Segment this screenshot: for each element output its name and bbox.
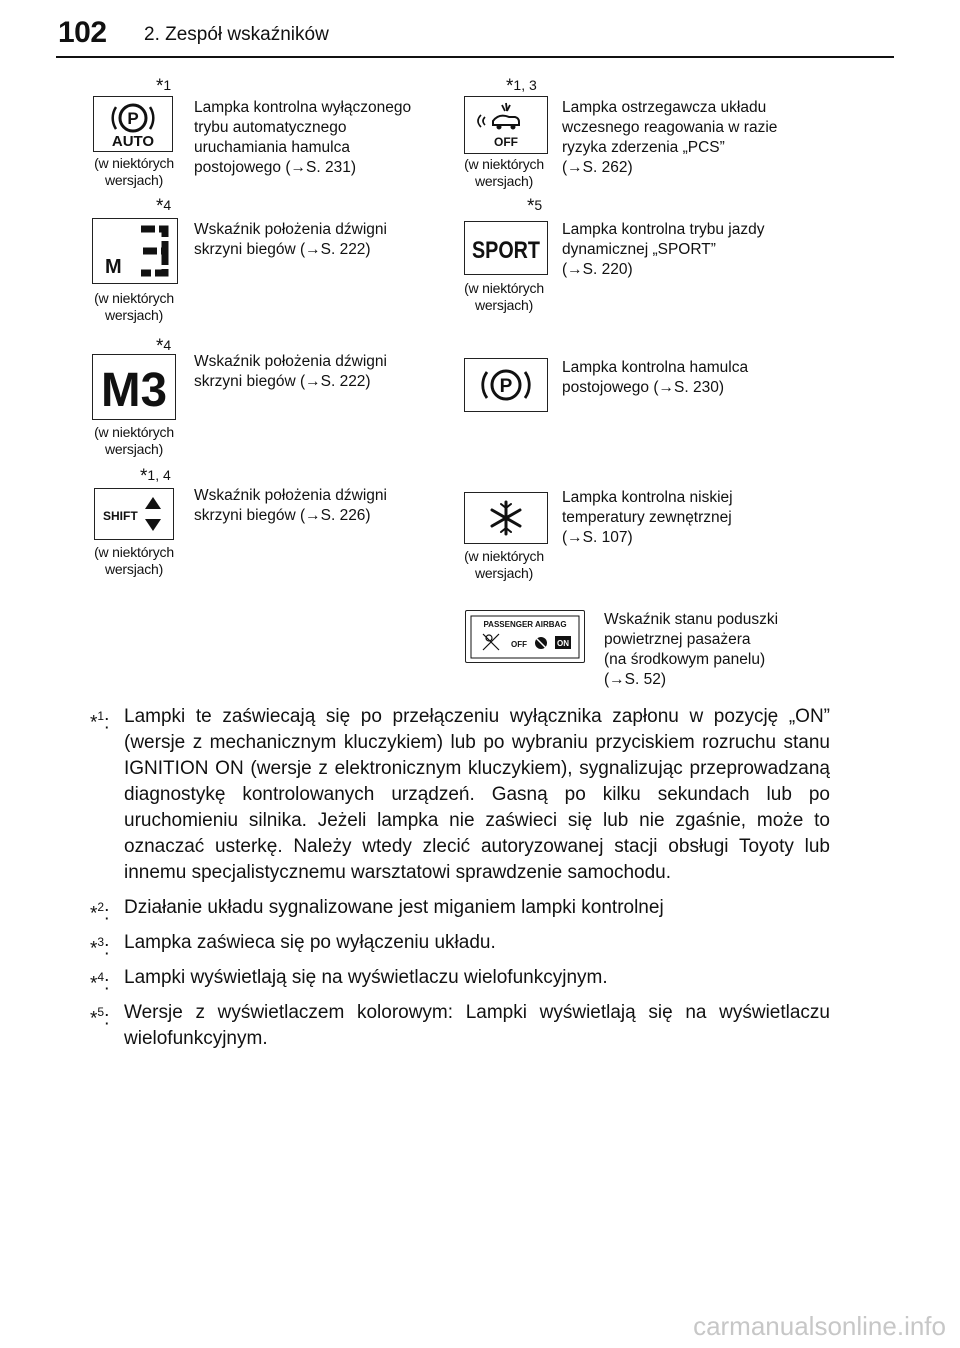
svg-text:AUTO: AUTO	[112, 133, 155, 149]
indicator-description: Lampka kontrolna hamulca postojowego (→S…	[562, 359, 749, 396]
svg-text:ON: ON	[557, 639, 569, 648]
parking-brake-auto-icon: P AUTO	[93, 96, 173, 152]
passenger-airbag-icon: PASSENGER AIRBAG OFF ON	[465, 610, 585, 663]
shift-indicator-icon: SHIFT	[94, 488, 174, 540]
page-number: 102	[58, 16, 107, 49]
parking-brake-icon: P	[464, 358, 548, 412]
watermark: carmanualsonline.info	[693, 1311, 946, 1341]
svg-text:OFF: OFF	[494, 135, 518, 149]
footnote: *5: Wersje z wyświetlaczem kolorowym: La…	[90, 1002, 830, 1049]
pcs-off-icon: OFF	[464, 96, 548, 154]
svg-text:M: M	[105, 256, 122, 278]
variant-note: (w niektórych wersjach)	[464, 548, 544, 581]
footnote-mark: *1, 4	[140, 466, 171, 487]
indicator-description: Wskaźnik położenia dźwigni skrzyni biegó…	[194, 221, 387, 258]
svg-text:PASSENGER AIRBAG: PASSENGER AIRBAG	[483, 620, 566, 629]
variant-note: (w niektórych wersjach)	[464, 280, 544, 313]
svg-text:OFF: OFF	[511, 640, 527, 649]
variant-note: (w niektórych wersjach)	[464, 156, 544, 189]
indicator-description: Wskaźnik położenia dźwigni skrzyni biegó…	[194, 353, 387, 390]
svg-text:SPORT: SPORT	[472, 237, 540, 264]
low-temperature-icon	[464, 492, 548, 544]
svg-text:M3: M3	[101, 364, 167, 417]
indicator-description: Lampka kontrolna niskiej temperatury zew…	[562, 489, 733, 546]
indicator-description: Lampka kontrolna wyłączonego trybu autom…	[194, 99, 412, 176]
indicator-description: Wskaźnik położenia dźwigni skrzyni biegó…	[194, 487, 387, 524]
footnote-mark: *4	[156, 336, 172, 357]
variant-note: (w niektórych wersjach)	[94, 155, 174, 188]
header-divider	[56, 56, 894, 58]
indicator-description: Wskaźnik stanu poduszki powietrznej pasa…	[604, 611, 779, 688]
footnote-mark: *1, 3	[506, 76, 537, 97]
footnote-mark: *1	[156, 76, 172, 97]
footnote: *2: Działanie układu sygnalizowane jest …	[90, 897, 664, 925]
variant-note: (w niektórych wersjach)	[94, 290, 174, 323]
indicator-description: Lampka kontrolna trybu jazdy dynamicznej…	[562, 221, 765, 278]
gear-position-m3-icon: M3	[92, 354, 176, 420]
sport-mode-icon: SPORT	[464, 221, 548, 275]
page-header: 102 2. Zespół wskaźników	[0, 0, 960, 58]
variant-note: (w niektórych wersjach)	[94, 424, 174, 457]
footnote: *3: Lampka zaświeca się po wyłączeniu uk…	[90, 932, 496, 960]
variant-note: (w niektórych wersjach)	[94, 544, 174, 577]
svg-text:SHIFT: SHIFT	[103, 509, 138, 523]
svg-text:P: P	[127, 109, 138, 128]
svg-text:P: P	[500, 376, 513, 397]
gear-position-m-small-icon: M	[92, 218, 178, 284]
section-title: 2. Zespół wskaźników	[144, 24, 329, 45]
footnote: *4: Lampki wyświetlają się na wyświetlac…	[90, 967, 608, 995]
footnote-mark: *4	[156, 196, 172, 217]
footnotes: *1: Lampki te zaświecają się po przełącz…	[90, 704, 830, 1061]
footnote: *1: Lampki te zaświecają się po przełącz…	[90, 706, 830, 883]
indicator-description: Lampka ostrzegawcza układu wczesnego rea…	[562, 99, 778, 176]
footnote-mark: *5	[527, 196, 543, 217]
